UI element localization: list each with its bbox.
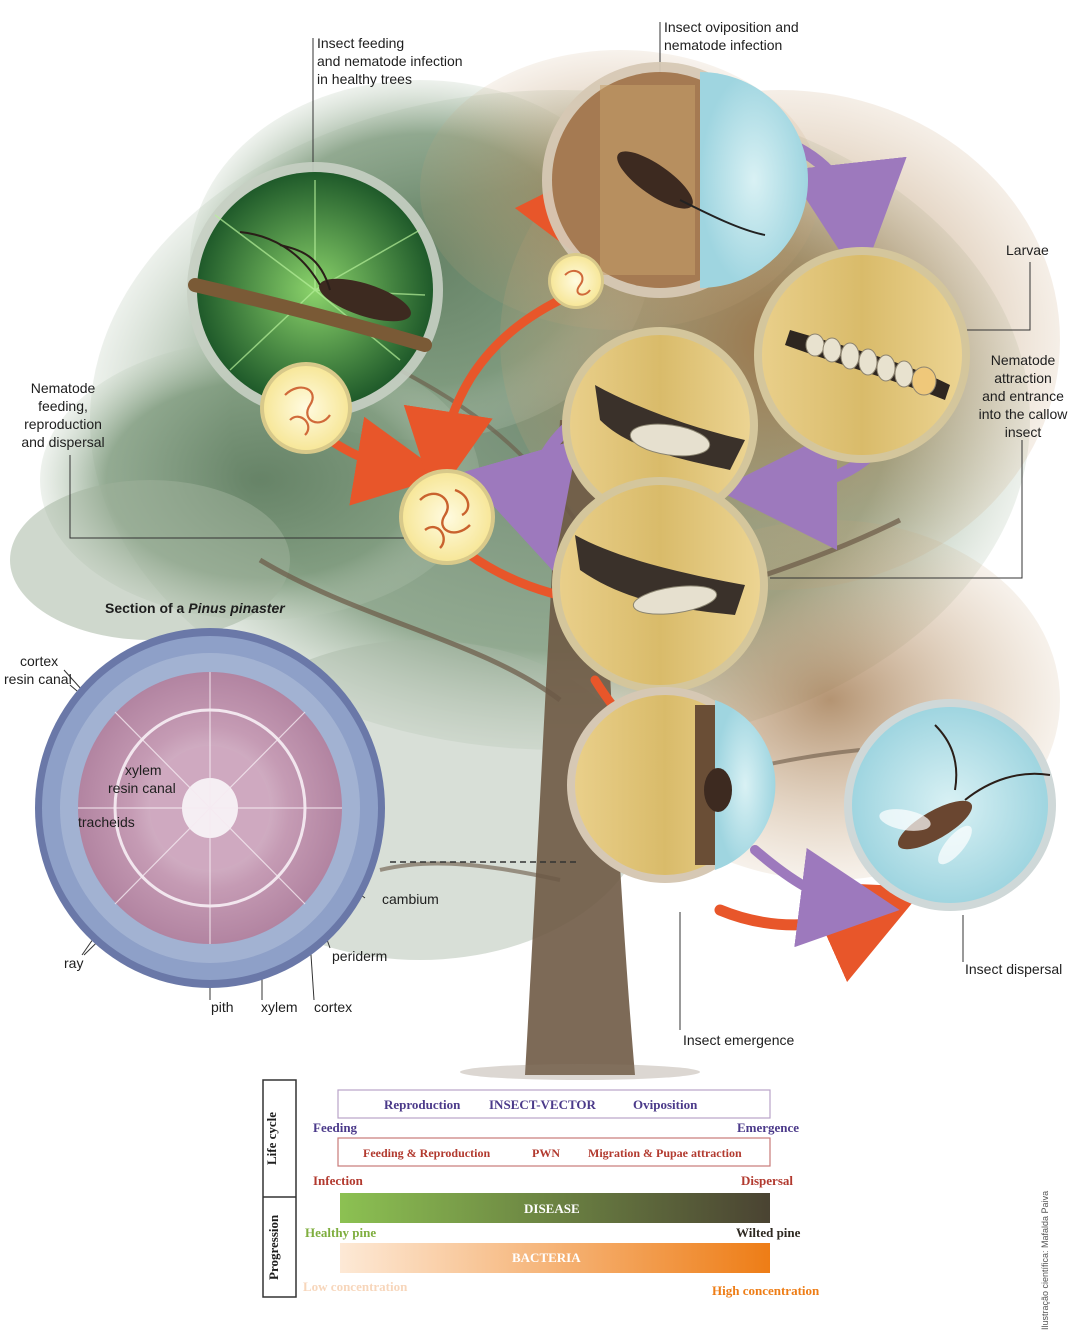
label-nematode-feeding: Nematode feeding, reproduction and dispe…	[21, 380, 105, 450]
beetle-icon	[319, 278, 411, 322]
arrow-pupa-loop	[462, 424, 578, 572]
legend-side-frame	[262, 1079, 297, 1298]
nematode-circle-left	[260, 362, 352, 454]
twig	[188, 278, 432, 352]
nematode-circle-top	[548, 253, 604, 309]
nematode-worm-icon	[419, 488, 471, 549]
label-periderm: periderm	[332, 948, 388, 964]
bacteria-bar	[340, 1243, 770, 1273]
pwn-bar-right: Migration & Pupae attraction	[588, 1146, 742, 1160]
label-insect-feeding: Insect feeding and nematode infection in…	[317, 35, 463, 87]
label-insect-dispersal: Insect dispersal	[965, 961, 1063, 977]
nematode-worm-icon	[284, 386, 331, 436]
label-xylem-resin-canal: resin canal	[108, 780, 176, 796]
insect-bar-left: Reproduction	[384, 1097, 461, 1112]
label-xylem-top: xylem	[125, 762, 162, 778]
label-insect-emergence: Insect emergence	[683, 1032, 795, 1048]
tree-base-shadow	[460, 1064, 700, 1080]
label-nematode-attraction: Nematode attraction and entrance into th…	[978, 352, 1068, 440]
label-tracheids: tracheids	[78, 814, 135, 830]
foliage-mass	[10, 480, 290, 640]
legend-dispersal: Dispersal	[741, 1173, 793, 1188]
label-ray: ray	[64, 955, 84, 971]
legend-infection: Infection	[313, 1173, 363, 1188]
nematode-worm-icon	[564, 269, 591, 296]
label-cortex: cortex	[20, 653, 59, 669]
insect-bar-center: INSECT-VECTOR	[489, 1097, 596, 1112]
circle-larvae	[754, 247, 970, 463]
legend-wilted-pine: Wilted pine	[736, 1225, 801, 1240]
circle-oviposition	[542, 62, 808, 298]
legend-healthy-pine: Healthy pine	[305, 1225, 377, 1240]
label-xylem-bottom: xylem	[261, 999, 298, 1015]
beetle-icon	[704, 768, 732, 812]
legend-bacteria: BACTERIA	[512, 1250, 581, 1265]
disease-bar	[340, 1193, 770, 1223]
tree-branch	[379, 861, 561, 882]
tree-branch	[258, 557, 562, 703]
flying-beetle-icon	[897, 800, 973, 850]
legend-high-concentration: High concentration	[712, 1283, 820, 1298]
insect-bar-right: Oviposition	[633, 1097, 698, 1112]
label-larvae: Larvae	[1006, 242, 1049, 258]
label-oviposition: Insect oviposition and nematode infectio…	[664, 19, 799, 53]
legend	[262, 1079, 771, 1298]
larva-icon	[805, 333, 937, 396]
circle-dispersal	[844, 699, 1056, 911]
callow-insect-icon	[632, 585, 718, 615]
circle-emergence	[567, 687, 776, 883]
circle-insect-feeding	[187, 162, 443, 418]
arrow-nematode-to-center	[325, 416, 446, 506]
beetle-icon	[617, 151, 693, 209]
legend-emergence: Emergence	[737, 1120, 800, 1135]
legend-disease: DISEASE	[524, 1201, 580, 1216]
legend-life-cycle: Life cycle	[264, 1111, 279, 1165]
circle-pupa-lower	[552, 477, 768, 693]
pupa-icon	[629, 423, 711, 457]
insect-vector-bar	[337, 1089, 771, 1119]
label-cambium: cambium	[382, 891, 439, 907]
arrow-emergence-to-dispersal-purple	[750, 845, 900, 948]
pwn-bar	[337, 1137, 771, 1167]
legend-low-concentration: Low concentration	[303, 1279, 408, 1294]
circle-pupa-upper	[562, 327, 758, 523]
pwn-bar-center: PWN	[532, 1146, 560, 1160]
pwn-bar-left: Feeding & Reproduction	[363, 1146, 491, 1160]
label-cortex-bottom: cortex	[314, 999, 353, 1015]
label-pith: pith	[211, 999, 234, 1015]
legend-progression: Progression	[266, 1214, 281, 1280]
illustration-credit: Ilustração científica: Mafalda Paiva	[1040, 1190, 1050, 1330]
section-title: Section of a Pinus pinaster	[105, 600, 285, 616]
label-resin-canal: resin canal	[4, 671, 72, 687]
arrow-oviposition-nematode-to-center	[403, 295, 565, 501]
nematode-circle-center	[399, 469, 495, 565]
pinus-cross-section	[35, 628, 385, 988]
legend-feeding: Feeding	[313, 1120, 358, 1135]
